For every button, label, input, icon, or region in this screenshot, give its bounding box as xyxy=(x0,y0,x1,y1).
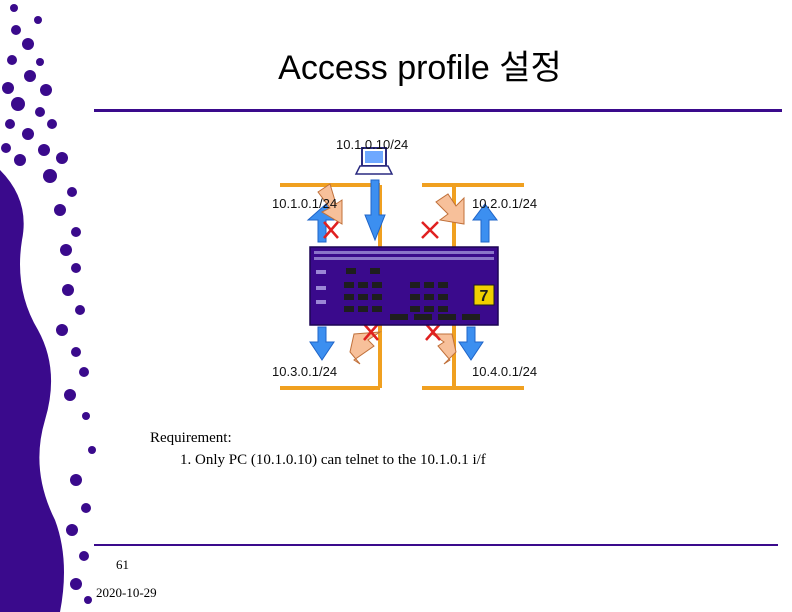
diagram-canvas: 7 xyxy=(280,147,524,390)
denied-arrow-10-4 xyxy=(430,333,457,365)
page-number: 61 xyxy=(116,557,129,572)
denied-arrow-10-1 xyxy=(317,183,343,225)
requirement-item: 1. Only PC (10.1.0.10) can telnet to the… xyxy=(180,452,486,468)
allowed-arrow-10-3 xyxy=(309,326,335,361)
left-decoration xyxy=(0,4,96,612)
pc-icon xyxy=(354,147,394,175)
network-label-10-4: 10.4.0.1/24 xyxy=(472,364,538,379)
switch-badge: 7 xyxy=(480,288,489,305)
requirement-block: Requirement: 1. Only PC (10.1.0.10) can … xyxy=(150,427,486,471)
network-label-10-2: 10.2.0.1/24 xyxy=(472,196,538,211)
block-marks xyxy=(323,221,441,341)
decor-dots xyxy=(1,4,96,604)
pc-down-arrow xyxy=(364,179,386,242)
network-label-10-1: 10.1.0.1/24 xyxy=(272,196,338,211)
block-mark-10-3 xyxy=(363,323,379,341)
title-divider xyxy=(94,109,782,112)
allowed-arrow-10-4 xyxy=(458,326,484,361)
block-mark-10-2 xyxy=(421,221,439,239)
denied-arrow-10-2 xyxy=(435,193,465,225)
network-diagram: 7 10.1.0.10/24 10.1.0.1/24 10.2.0.1/24 1… xyxy=(250,120,570,400)
requirement-heading: Requirement: xyxy=(150,430,232,446)
network-label-10-3: 10.3.0.1/24 xyxy=(272,364,338,379)
denied-arrow-10-3 xyxy=(349,331,382,365)
segment-10-2 xyxy=(422,183,524,250)
allowed-arrow-10-2 xyxy=(472,203,498,243)
slide-date: 2020-10-29 xyxy=(96,585,157,600)
switch-device: 7 xyxy=(309,246,499,326)
left-purple-band xyxy=(0,170,64,612)
block-mark-10-1 xyxy=(323,221,339,239)
block-mark-10-4 xyxy=(425,323,441,341)
switch-badge-box xyxy=(473,284,495,306)
slide-title: Access profile 설정 xyxy=(278,49,562,87)
footer-divider xyxy=(94,544,778,546)
pc-label: 10.1.0.10/24 xyxy=(336,137,409,152)
segment-10-3 xyxy=(280,325,382,390)
segment-10-4 xyxy=(422,325,524,390)
